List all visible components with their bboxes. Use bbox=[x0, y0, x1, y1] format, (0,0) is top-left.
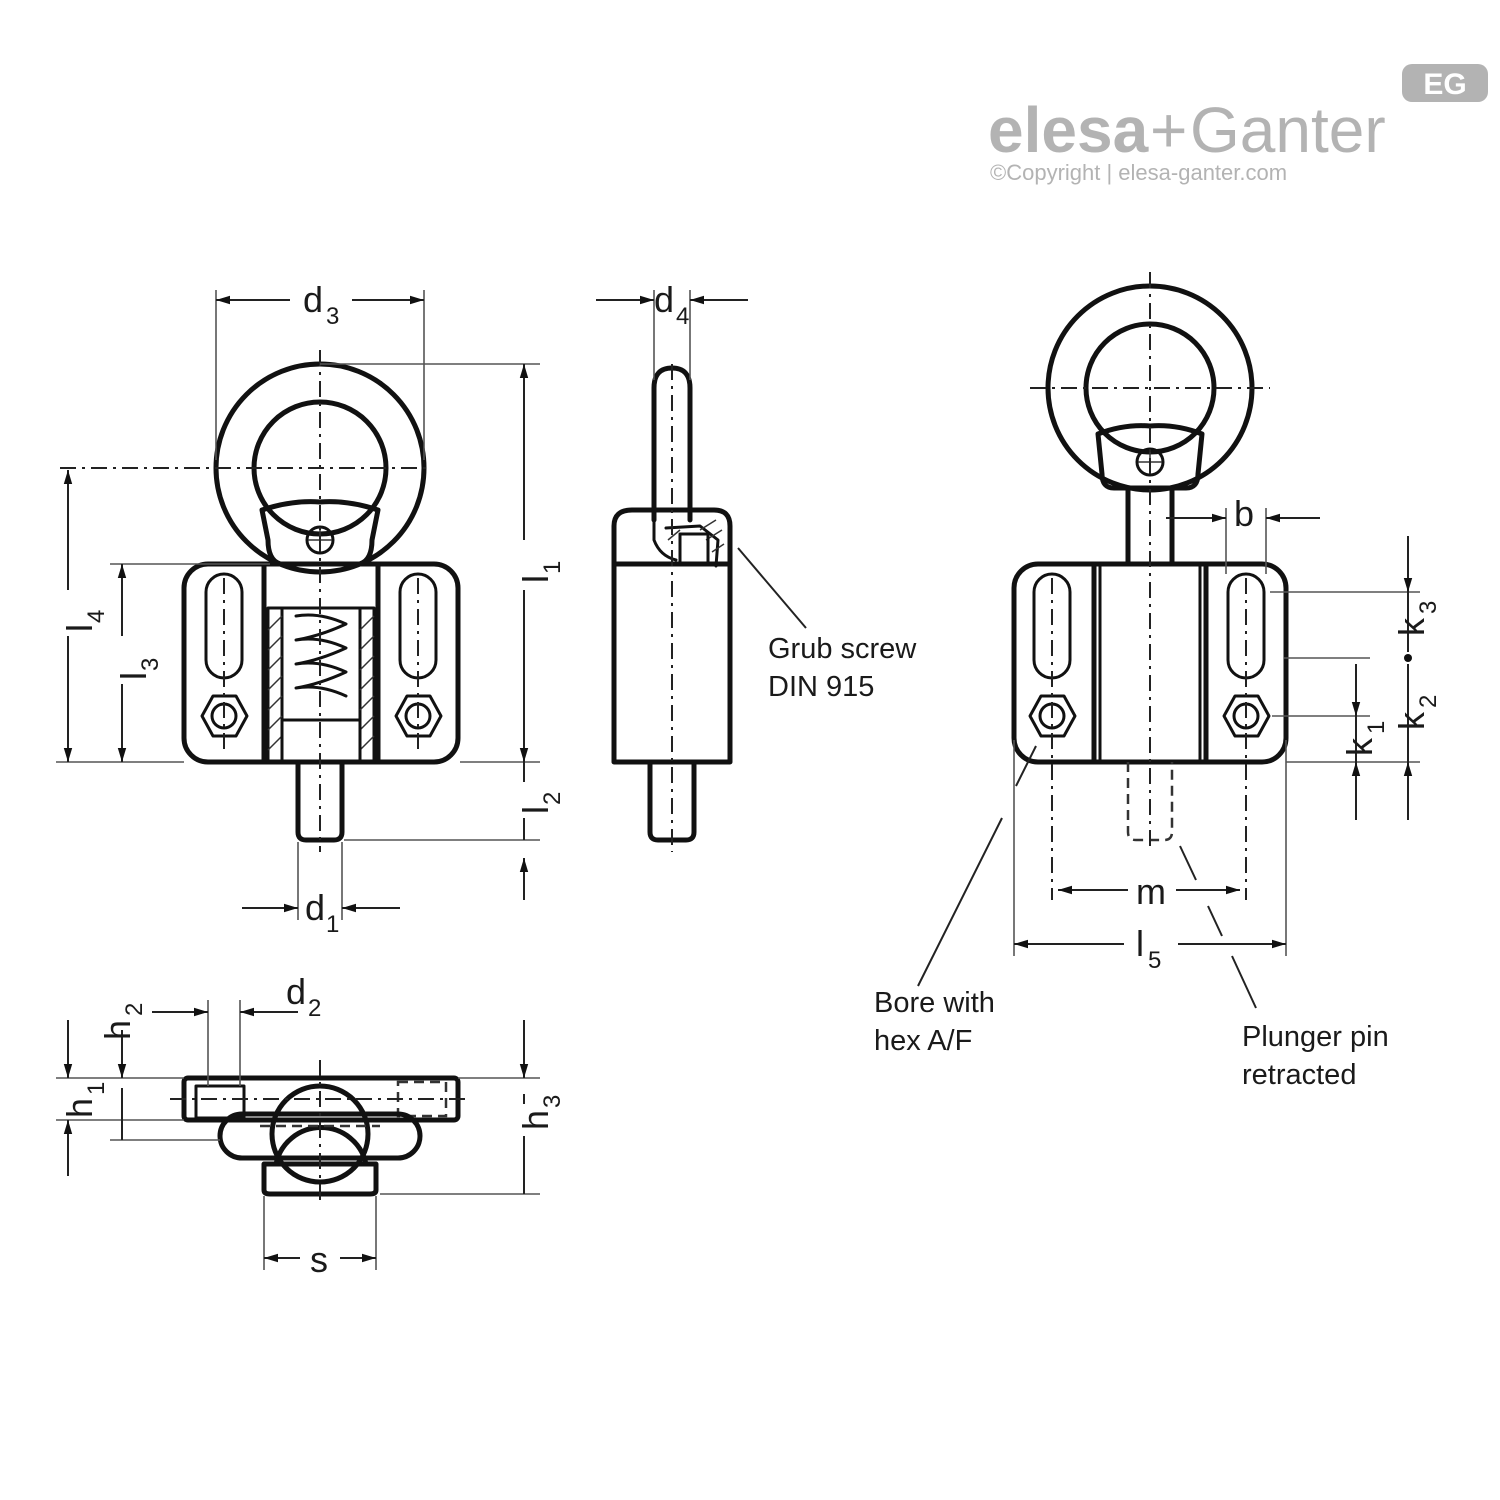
dim-d2: d bbox=[286, 971, 306, 1012]
dim-l2: l bbox=[515, 806, 556, 814]
dim-k1: k bbox=[1339, 737, 1380, 756]
spring bbox=[294, 613, 348, 698]
note-bore-line1: Bore with bbox=[874, 987, 995, 1019]
note-bore-line2: hex A/F bbox=[874, 1025, 972, 1057]
grub-screw bbox=[678, 532, 710, 566]
dim-h3: h bbox=[515, 1110, 556, 1130]
note-plunger-line2: retracted bbox=[1242, 1059, 1356, 1091]
top-ring-circle bbox=[269, 1083, 371, 1185]
top-hex-left bbox=[194, 1084, 246, 1120]
side-dimensions: d 4 Grub screw DIN 915 bbox=[596, 279, 917, 703]
side-view bbox=[611, 364, 733, 852]
dim-k3: k bbox=[1391, 617, 1432, 636]
eg-badge bbox=[1402, 64, 1488, 102]
top-clamp bbox=[261, 1161, 379, 1197]
brand-name-regular: Ganter bbox=[1190, 94, 1386, 166]
svg-text:5: 5 bbox=[1148, 947, 1161, 974]
r-hex-nut-left bbox=[1028, 694, 1077, 738]
grub-screw-leader bbox=[737, 547, 807, 629]
dim-b: b bbox=[1234, 493, 1254, 534]
dim-s: s bbox=[310, 1239, 328, 1280]
svg-text:2: 2 bbox=[121, 1003, 148, 1016]
bore-wall-right bbox=[358, 606, 376, 764]
brand-copyright: ©Copyright | elesa-ganter.com bbox=[990, 160, 1287, 185]
note-grub-screw-line1: Grub screw bbox=[768, 633, 917, 665]
side-clamp bbox=[611, 507, 733, 567]
dim-m: m bbox=[1136, 871, 1166, 912]
svg-text:2: 2 bbox=[1415, 695, 1442, 708]
brand-plus: + bbox=[1150, 94, 1187, 166]
dim-h1: h bbox=[59, 1098, 100, 1118]
retracted-view bbox=[1011, 272, 1289, 900]
hex-nut-left bbox=[200, 694, 249, 738]
top-dimensions: h 1 h 2 d 2 h 3 s bbox=[56, 971, 566, 1280]
svg-text:1: 1 bbox=[326, 911, 339, 938]
ring-clamp bbox=[259, 499, 381, 567]
svg-text:3: 3 bbox=[539, 1095, 566, 1108]
retracted-dimensions: b k 3 k 2 k 1 m l 5 Bore with he bbox=[874, 493, 1442, 1091]
dim-h2: h bbox=[97, 1020, 138, 1040]
eg-badge-text: EG bbox=[1423, 68, 1466, 101]
brand-name-bold: elesa bbox=[988, 94, 1149, 166]
note-plunger-line1: Plunger pin bbox=[1242, 1021, 1389, 1053]
dim-d4: d bbox=[654, 279, 674, 320]
dim-k2: k bbox=[1391, 711, 1432, 730]
svg-text:4: 4 bbox=[676, 303, 689, 330]
front-view bbox=[60, 350, 461, 852]
bore-leader bbox=[917, 817, 1003, 987]
brand-watermark: EG elesa + Ganter ©Copyright | elesa-gan… bbox=[988, 64, 1488, 185]
dim-l4: l bbox=[59, 624, 100, 632]
dim-d3: d bbox=[303, 279, 323, 320]
svg-text:2: 2 bbox=[539, 792, 566, 805]
svg-text:4: 4 bbox=[83, 610, 110, 623]
bore-wall-left bbox=[266, 606, 284, 764]
svg-text:1: 1 bbox=[1363, 721, 1390, 734]
svg-text:1: 1 bbox=[539, 561, 566, 574]
top-view bbox=[170, 1060, 470, 1206]
svg-text:3: 3 bbox=[137, 658, 164, 671]
note-grub-screw-line2: DIN 915 bbox=[768, 671, 874, 703]
dim-l3: l bbox=[113, 672, 154, 680]
hex-nut-right bbox=[394, 694, 443, 738]
front-dimensions: d 3 l 1 l 2 l 4 l 3 d 1 bbox=[56, 279, 566, 938]
svg-text:3: 3 bbox=[326, 303, 339, 330]
svg-text:1: 1 bbox=[83, 1082, 110, 1095]
plunger-leader bbox=[1231, 955, 1257, 1009]
dim-l5: l bbox=[1136, 923, 1144, 964]
r-hex-nut-right bbox=[1222, 694, 1271, 738]
dim-l1: l bbox=[515, 575, 556, 583]
svg-text:3: 3 bbox=[1415, 601, 1442, 614]
dim-d1: d bbox=[305, 887, 325, 928]
r-ring-clamp bbox=[1095, 423, 1205, 491]
svg-text:2: 2 bbox=[308, 995, 321, 1022]
